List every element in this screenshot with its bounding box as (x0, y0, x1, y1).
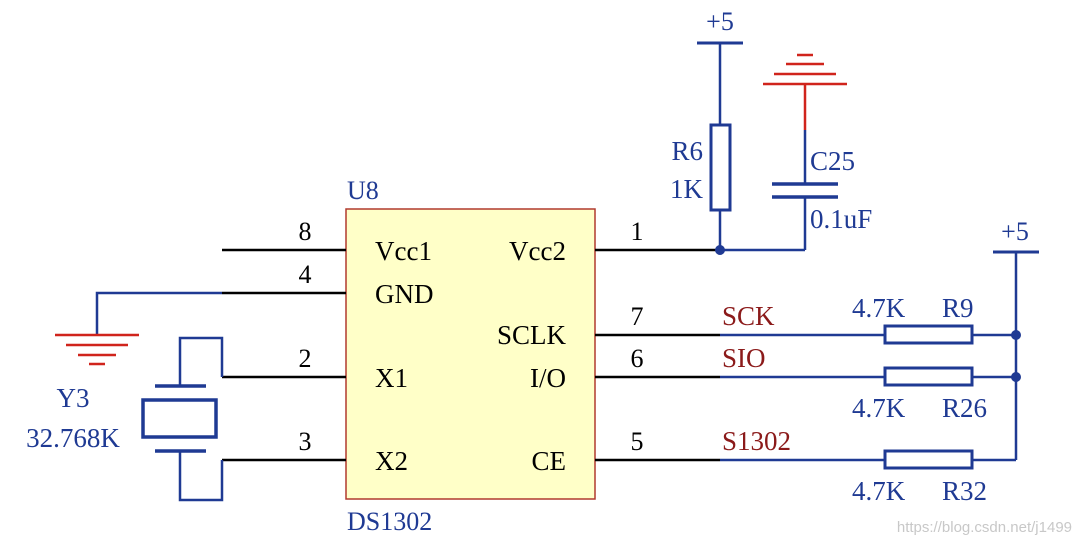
y3-value-label: 32.768K (26, 423, 120, 453)
chip-part-label: DS1302 (347, 507, 432, 536)
watermark: https://blog.csdn.net/j1499 (897, 519, 1072, 536)
crystal-y3 (141, 384, 218, 453)
pin-name-x1: X1 (375, 363, 408, 393)
chip-body (345, 208, 596, 500)
junction-vcc2 (715, 245, 725, 255)
junction-dots (715, 245, 1021, 382)
pin-name-gnd: GND (375, 279, 434, 309)
resistor-r6 (709, 123, 732, 212)
pin-number-7: 7 (631, 302, 644, 331)
net-wires (95, 43, 1018, 502)
gnd-wire (95, 291, 222, 335)
c25-value-label: 0.1uF (810, 204, 872, 234)
pin-name-sclk: SCLK (497, 320, 567, 350)
pin-number-3: 3 (299, 427, 312, 456)
pin-number-2: 2 (299, 344, 312, 373)
ground-symbol-c25 (763, 53, 847, 130)
r32-value-label: 4.7K (852, 476, 906, 506)
r9-ref-label: R9 (942, 293, 974, 323)
power-label-top: +5 (706, 7, 734, 36)
power-label-right: +5 (1001, 217, 1029, 246)
pin-number-5: 5 (631, 427, 644, 456)
chip-ref-label: U8 (347, 176, 379, 205)
net-label-s1302: S1302 (722, 426, 791, 456)
junction-rail-sio (1011, 372, 1021, 382)
resistor-r9 (883, 324, 974, 345)
net-label-sio: SIO (722, 343, 766, 373)
crystal-wire-bottom (178, 452, 224, 502)
r6-ref-label: R6 (671, 136, 703, 166)
resistor-r32 (883, 449, 974, 470)
r32-ref-label: R32 (942, 476, 987, 506)
resistor-r26 (883, 366, 974, 387)
r9-value-label: 4.7K (852, 293, 906, 323)
pin-name-ce: CE (531, 446, 566, 476)
pin-name-vcc2: Vcc2 (509, 236, 566, 266)
ground-symbol-left (55, 333, 139, 366)
pin-name-vcc1: Vcc1 (375, 236, 432, 266)
junction-rail-sck (1011, 330, 1021, 340)
pin-number-4: 4 (299, 260, 312, 289)
pin-name-x2: X2 (375, 446, 408, 476)
pin-number-1: 1 (631, 217, 644, 246)
pin-number-8: 8 (299, 217, 312, 246)
r6-value-label: 1K (670, 174, 704, 204)
r26-value-label: 4.7K (852, 393, 906, 423)
capacitor-c25 (772, 182, 838, 199)
pin-wires (222, 248, 720, 462)
pin-number-6: 6 (631, 344, 644, 373)
y3-ref-label: Y3 (57, 383, 90, 413)
pin-name-io: I/O (530, 363, 566, 393)
net-label-sck: SCK (722, 301, 775, 331)
crystal-wire-top (178, 336, 224, 385)
c25-ref-label: C25 (810, 146, 855, 176)
r26-ref-label: R26 (942, 393, 987, 423)
